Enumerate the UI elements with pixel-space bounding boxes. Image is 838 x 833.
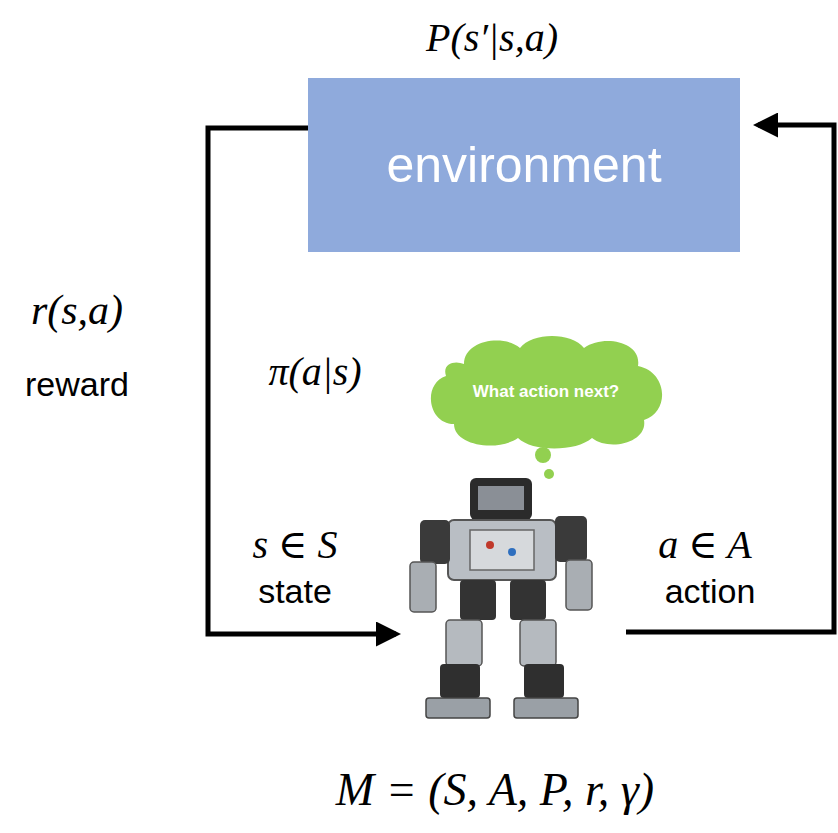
wire-label: state	[258, 573, 332, 610]
robot-figure	[410, 447, 592, 718]
thought-cloud: What action next?	[424, 334, 668, 450]
state-formula: s ∈ S	[252, 523, 337, 567]
action-formula: a ∈ A	[658, 523, 751, 567]
thought-text: What action next?	[473, 382, 619, 402]
wire-label: reward	[25, 366, 129, 403]
environment-box: environment	[308, 78, 740, 252]
transition-formula: P(s′|s,a)	[426, 16, 558, 60]
box-title: environment	[386, 136, 661, 194]
reward-formula: r(s,a)	[31, 287, 123, 333]
policy-formula: π(a|s)	[268, 350, 361, 394]
mdp-tuple: M = (S, A, P, r, γ)	[336, 765, 654, 816]
wire-label: action	[665, 573, 756, 610]
